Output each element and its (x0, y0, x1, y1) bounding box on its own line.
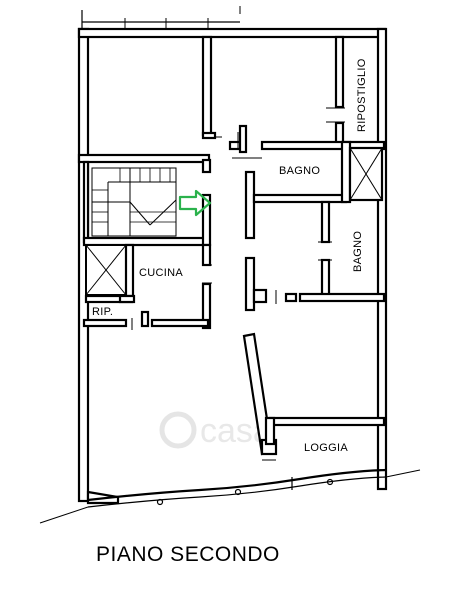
staircase (91, 167, 177, 237)
room-label-rip: RIP. (92, 306, 113, 318)
interior-walls (77, 35, 386, 456)
room-label-bagno-2: BAGNO (352, 231, 364, 272)
floor-title: PIANO SECONDO (96, 543, 280, 566)
floor-plan: casa (39, 6, 421, 524)
room-label-cucina: CUCINA (139, 267, 183, 279)
room-label-bagno-1: BAGNO (279, 165, 320, 177)
room-label-ripostiglio: RIPOSTIGLIO (356, 58, 368, 132)
entrance-arrow-icon (178, 189, 212, 217)
room-label-loggia: LOGGIA (304, 442, 348, 454)
door-openings (131, 107, 345, 461)
